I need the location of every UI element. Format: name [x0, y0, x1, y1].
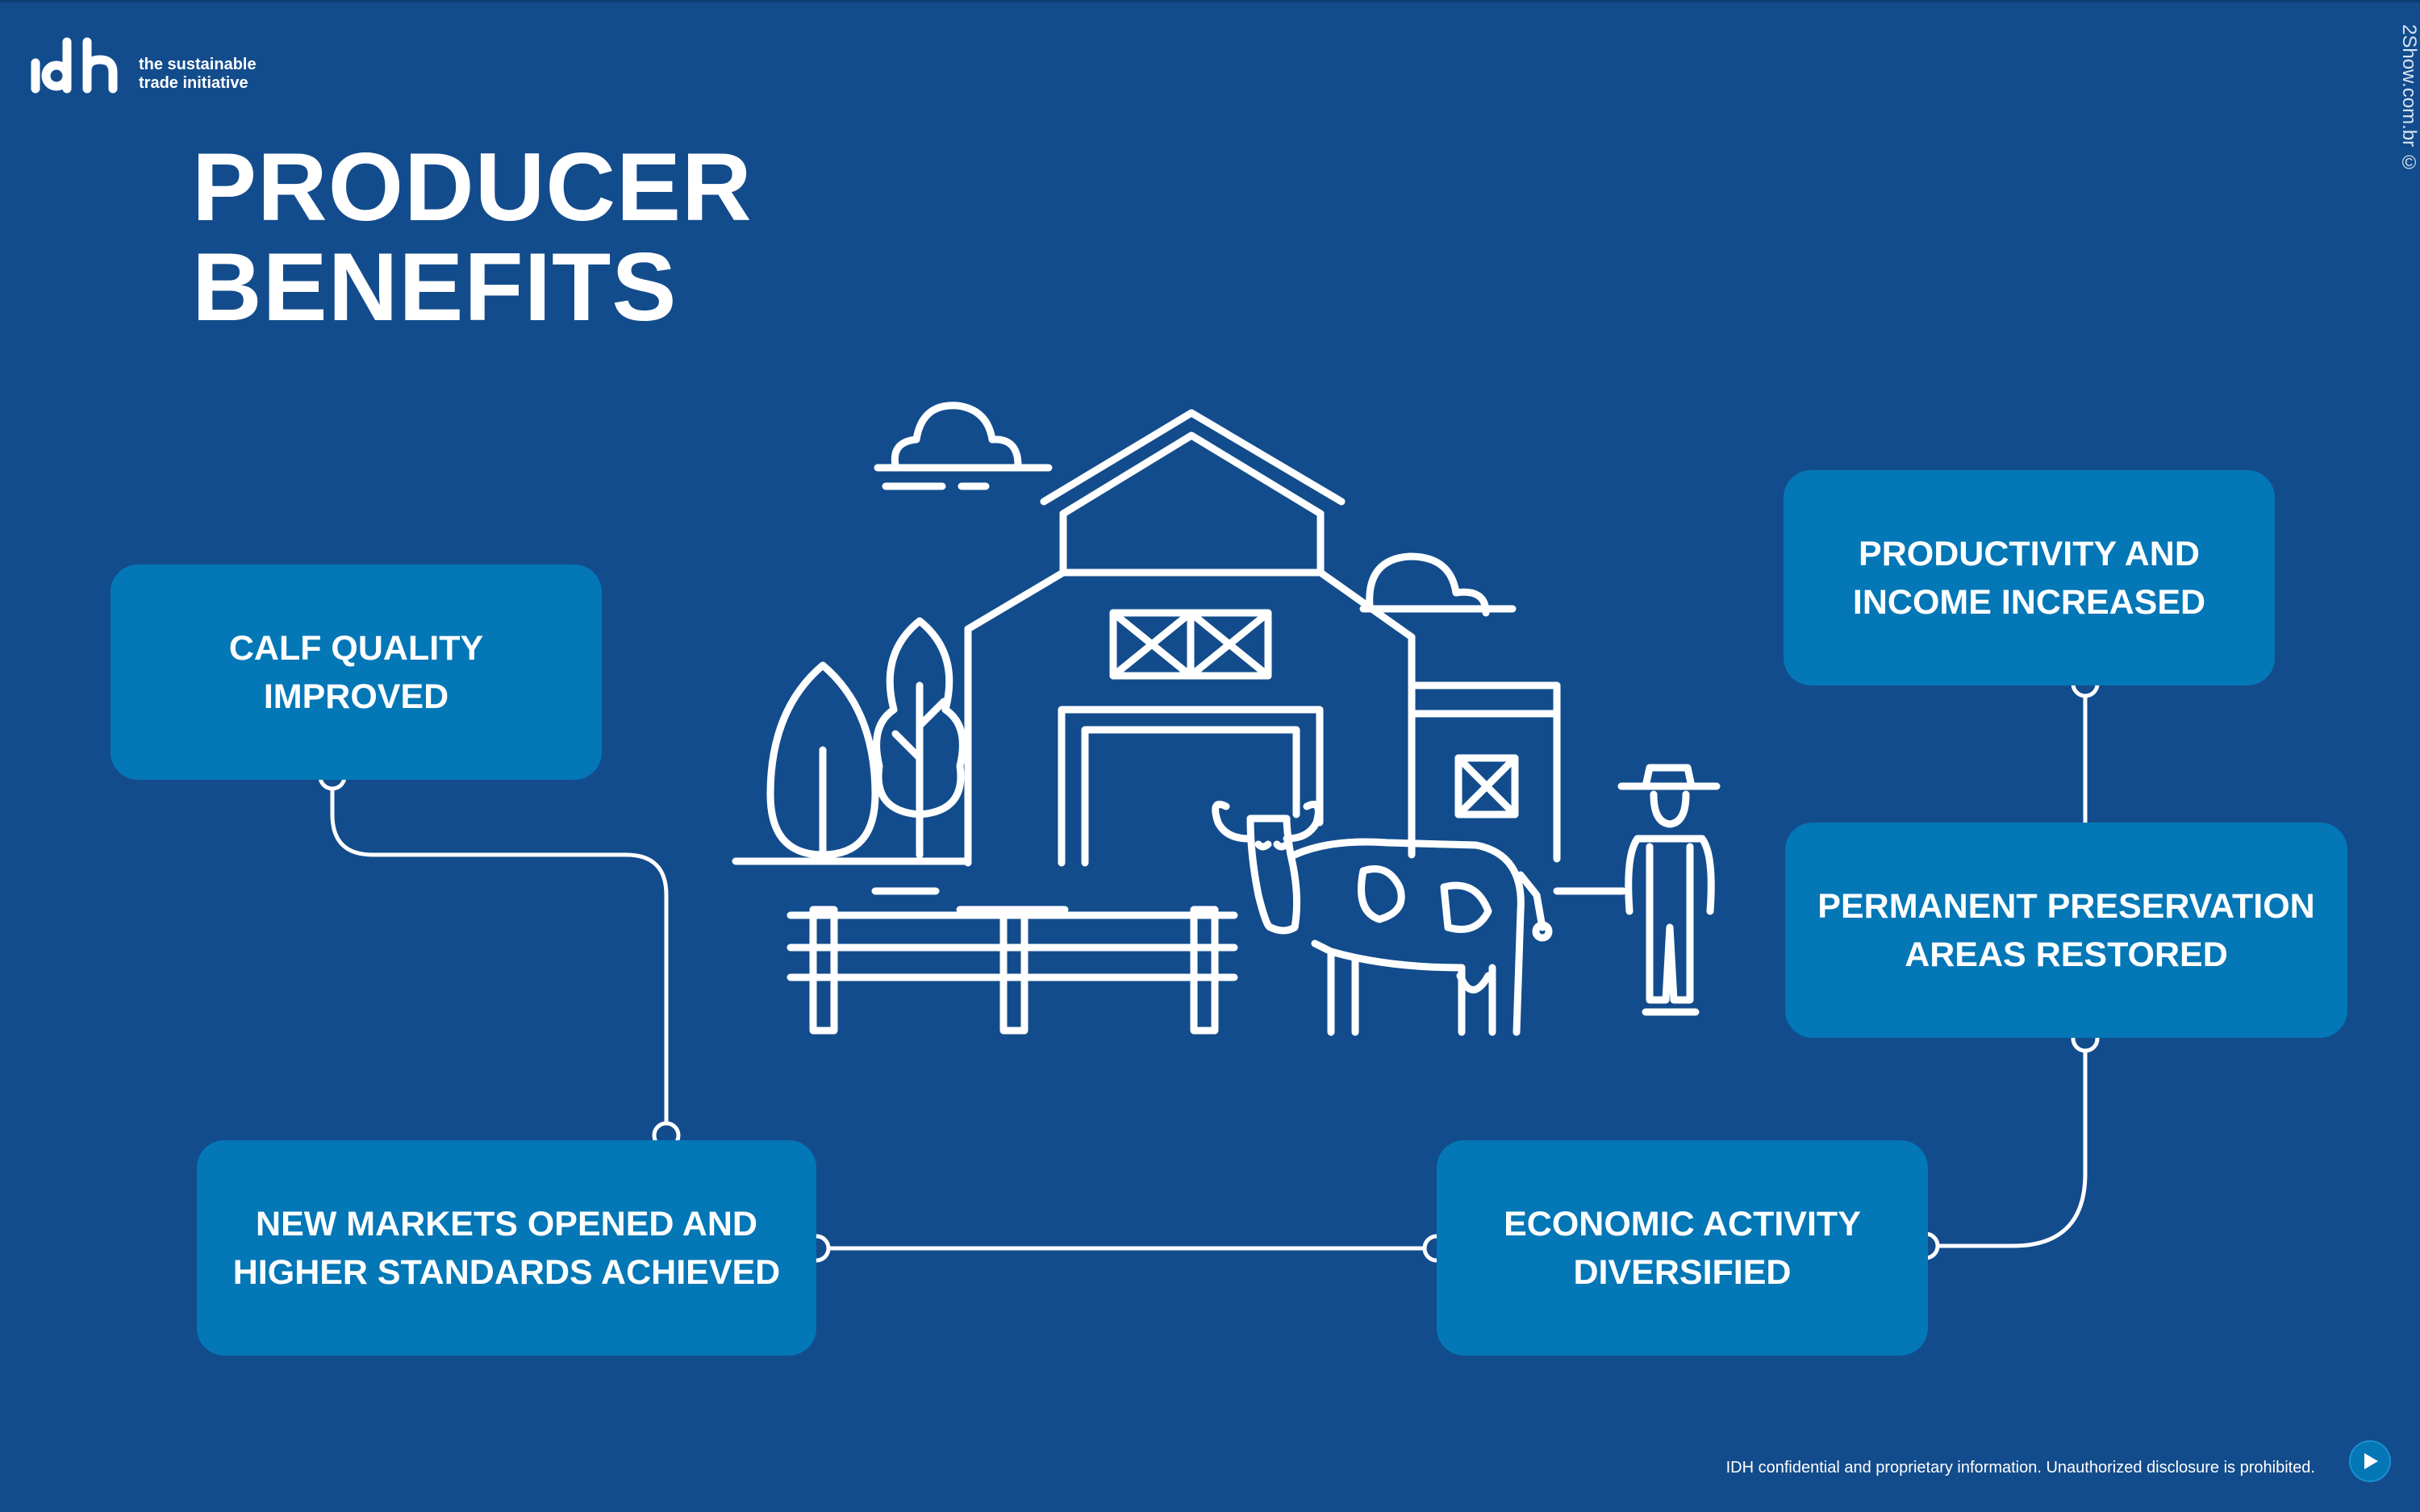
- benefit-label-line1: ECONOMIC ACTIVITY: [1504, 1204, 1861, 1243]
- cow-icon: [1212, 801, 1553, 1036]
- connector-calf-to-markets: [330, 777, 669, 1135]
- benefit-label-line2: IMPROVED: [263, 677, 449, 716]
- footer-confidential-note: IDH confidential and proprietary informa…: [1725, 1459, 2315, 1477]
- benefit-label-line2: INCOME INCREASED: [1852, 582, 2206, 622]
- play-icon: [2364, 1453, 2378, 1469]
- benefit-label-line1: PRODUCTIVITY AND: [1859, 534, 2200, 573]
- cloud-icon: [1359, 552, 1517, 617]
- next-slide-button[interactable]: [2349, 1440, 2391, 1482]
- benefit-label-line2: HIGHER STANDARDS ACHIEVED: [232, 1252, 781, 1292]
- benefit-box-calf-quality: CALF QUALITY IMPROVED: [111, 564, 602, 780]
- tree-icon: [766, 617, 966, 859]
- benefit-box-new-markets: NEW MARKETS OPENED AND HIGHER STANDARDS …: [197, 1140, 816, 1356]
- benefit-label-line2: DIVERSIFIED: [1573, 1252, 1792, 1292]
- benefit-label-line2: AREAS RESTORED: [1905, 935, 2228, 974]
- fence-icon: [786, 906, 1238, 1035]
- page-title: PRODUCER BENEFITS: [192, 137, 753, 337]
- farmer-icon: [1617, 764, 1721, 1016]
- benefit-label-line1: PERMANENT PRESERVATION: [1817, 886, 2315, 926]
- page-title-line2: BENEFITS: [192, 233, 678, 341]
- connector-economic-to-preservation: [1926, 1039, 2088, 1248]
- page-title-line1: PRODUCER: [192, 133, 753, 241]
- watermark-credit: 2Show.com.br ©: [2398, 24, 2420, 174]
- logo-tagline-line1: the sustainable: [139, 56, 257, 73]
- top-border: [0, 0, 2420, 2]
- logo-tagline: the sustainable trade initiative: [139, 56, 348, 93]
- benefit-box-productivity-income: PRODUCTIVITY AND INCOME INCREASED: [1784, 470, 2275, 685]
- benefit-box-preservation-areas: PERMANENT PRESERVATION AREAS RESTORED: [1785, 823, 2347, 1038]
- idh-wordmark-icon: [31, 37, 118, 94]
- benefit-label-line1: CALF QUALITY: [228, 628, 484, 668]
- logo-tagline-line2: trade initiative: [139, 74, 248, 92]
- cloud-icon: [874, 402, 1053, 490]
- barn-icon: [964, 409, 1561, 867]
- benefit-label-line1: NEW MARKETS OPENED AND: [256, 1204, 757, 1243]
- benefit-box-economic-activity: ECONOMIC ACTIVITY DIVERSIFIED: [1437, 1140, 1928, 1356]
